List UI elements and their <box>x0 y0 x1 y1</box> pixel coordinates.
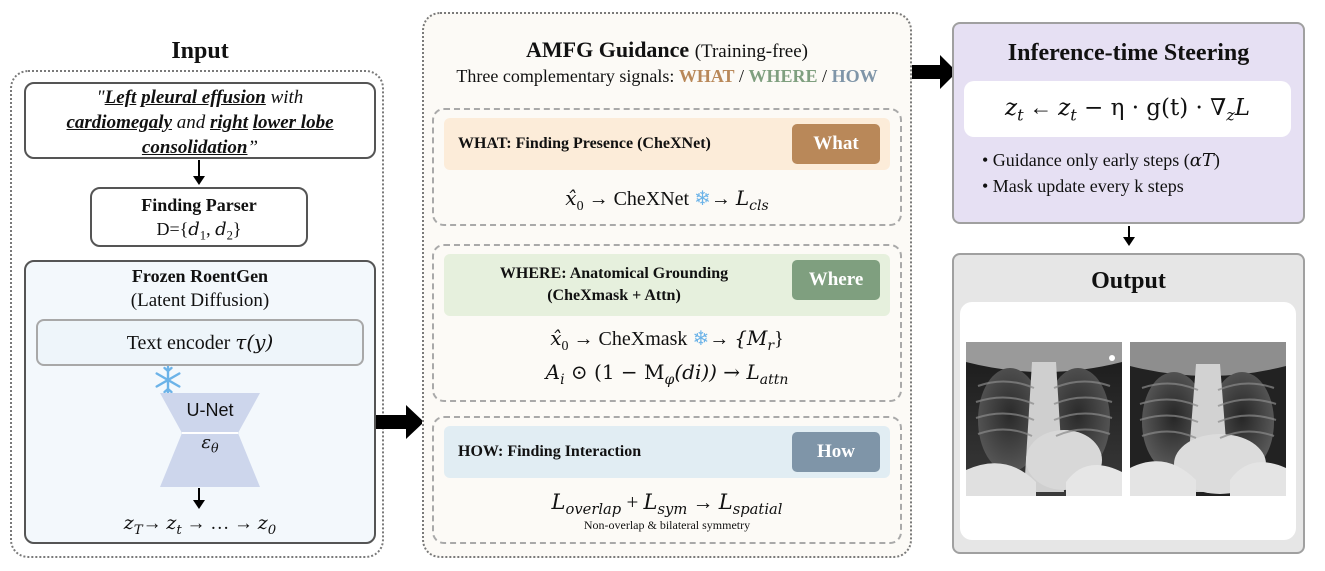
arrow-unet-to-chain <box>198 488 200 504</box>
how-box <box>432 416 902 544</box>
finding-parser-set: D={d1, d2} <box>156 219 242 243</box>
chest-xray-image-2 <box>1130 342 1286 496</box>
arrow-prompt-to-parser <box>198 160 200 180</box>
output-title: Output <box>1091 268 1166 294</box>
arrow-head <box>193 176 205 185</box>
how-note: Non-overlap & bilateral symmetry <box>583 518 751 532</box>
chest-xray-image-1 <box>966 342 1122 496</box>
how-badge: How <box>792 432 880 472</box>
steering-title: Inference-time Steering <box>1007 40 1250 66</box>
roentgen-title: Frozen RoentGen <box>131 266 269 286</box>
amfg-title: AMFG Guidance (Training-free) <box>526 37 808 62</box>
roentgen-subtitle: (Latent Diffusion) <box>130 290 270 311</box>
unet-label: U-Net <box>186 400 234 420</box>
prompt-text: "Left pleural effusion with cardiomegaly… <box>66 87 334 158</box>
input-title: Input <box>171 38 229 64</box>
finding-parser-box: Finding Parser D={d1, d2} <box>90 187 308 247</box>
arrow-amfg-to-steering <box>912 55 957 89</box>
unet-eps: εθ <box>201 432 219 456</box>
snowflake-icon <box>155 365 181 395</box>
where-box <box>432 244 902 402</box>
finding-parser-title: Finding Parser <box>141 195 257 215</box>
arrow-head <box>193 500 205 509</box>
what-badge: What <box>792 124 880 164</box>
arrow-head <box>1123 237 1135 246</box>
amfg-signals: Three complementary signals: WHAT / WHER… <box>456 66 878 86</box>
what-formula: x̂0 → CheXNet ❄→ Lcls <box>565 186 769 214</box>
how-formula: Loverlap + Lsym → Lspatial <box>551 490 783 519</box>
arrow-steering-to-output <box>1128 226 1130 240</box>
where-badge: Where <box>792 260 880 300</box>
where-formula-2: Ai ⊙ (1 − Mφ(di)) → Lattn <box>545 360 789 388</box>
what-box <box>432 108 902 226</box>
diffusion-chain: zT→ zt → … → z0 <box>123 512 277 538</box>
steering-bullet-2: • Mask update every k steps <box>982 176 1184 196</box>
text-encoder-box: Text encoder τ(y) <box>36 319 364 366</box>
snowflake-icon: ❄ <box>694 188 711 210</box>
steering-bullet-1: • Guidance only early steps (αT) <box>982 150 1220 171</box>
arrow-input-to-amfg <box>376 405 424 439</box>
input-panel <box>10 70 384 558</box>
snowflake-icon: ❄ <box>692 328 710 350</box>
steering-equation: zt ← zt − η · g(t) · ∇zL <box>964 81 1291 137</box>
unet-shape <box>160 393 260 487</box>
prompt-box: "Left pleural effusion with cardiomegaly… <box>24 82 376 159</box>
where-formula-1: x̂0 → CheXmask ❄→ {Mr} <box>550 326 784 354</box>
